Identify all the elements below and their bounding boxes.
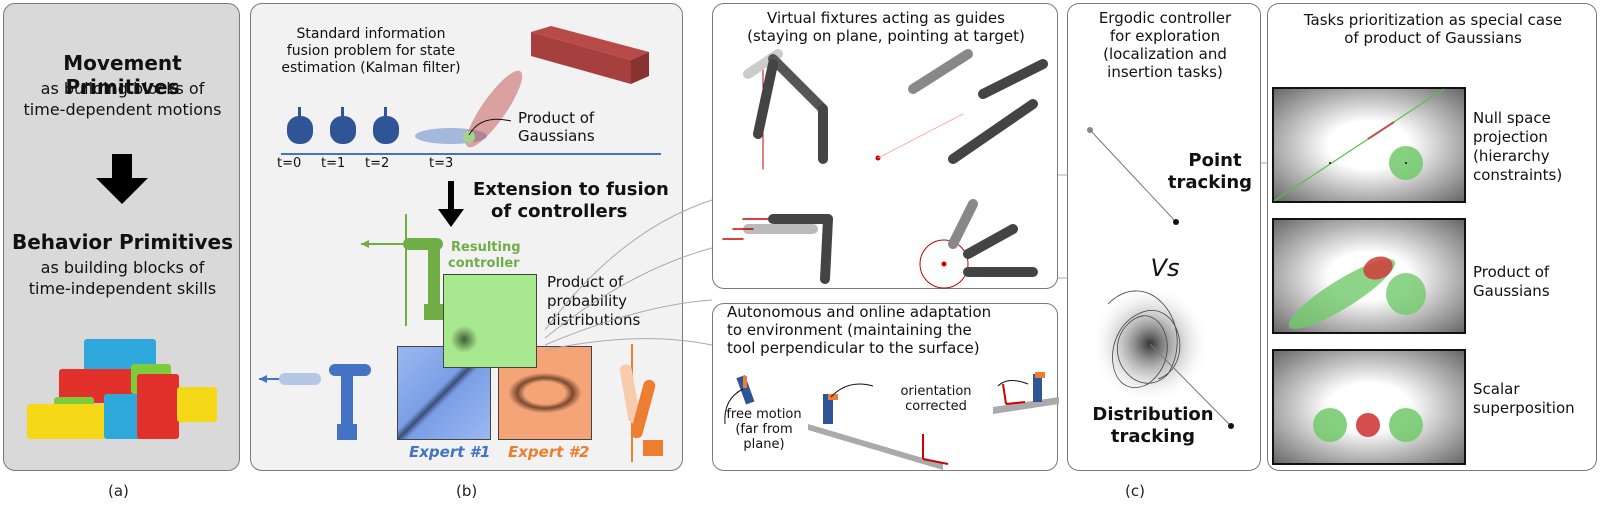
panel-fusion-of-controllers: Standard information fusion problem for … (250, 3, 683, 471)
behavior-primitives-sub1: as building blocks of (40, 258, 205, 277)
behavior-primitives-sub2: time-independent skills (28, 279, 217, 298)
panel-task-prioritization: Tasks prioritization as special case of … (1267, 3, 1597, 471)
null-space-label-1: Null space (1473, 109, 1551, 127)
time-label: t=3 (429, 156, 454, 171)
movement-primitives-title: Movement Primitives (63, 51, 182, 99)
timeline (281, 153, 661, 155)
drill-icon (823, 394, 838, 424)
down-arrow-icon (438, 181, 464, 227)
ergodic-title-3: (localization and (1103, 45, 1227, 63)
panel-ergodic-controller: Ergodic controller for exploration (loca… (1067, 3, 1261, 471)
versus-label: Vs (1150, 254, 1180, 282)
extension-title-1: Extension to fusion (473, 179, 669, 200)
caption-c: (c) (1125, 482, 1145, 500)
ppd-label-2: probability (547, 292, 628, 310)
drill-icon (736, 375, 755, 405)
surface-plane (808, 424, 943, 470)
prioritization-title-2: of product of Gaussians (1344, 29, 1522, 47)
adaptation-title-3: tool perpendicular to the surface) (727, 339, 980, 357)
drill-icon (1033, 372, 1045, 402)
measurement-gaussian (465, 70, 523, 148)
surface-plane (993, 397, 1059, 414)
free-motion-label-2: (far from (735, 422, 793, 437)
null-space-label-4: constraints) (1473, 166, 1563, 184)
null-space-label-2: projection (1473, 128, 1548, 146)
time-label: t=0 (277, 156, 302, 171)
orientation-label-1: orientation (900, 384, 972, 399)
point-tracking-label-1: Point (1188, 150, 1242, 171)
panel-online-adaptation: Autonomous and online adaptation to envi… (712, 303, 1059, 471)
product-of-gaussians-label-2: Gaussians (518, 127, 595, 145)
drill-illustrations (724, 372, 1059, 470)
virtual-fixtures-title-1: Virtual fixtures acting as guides (767, 9, 1005, 27)
caption-b: (b) (456, 482, 478, 500)
expert-1-label: Expert #1 (409, 443, 491, 461)
distribution-tracking-label-1: Distribution (1092, 404, 1214, 425)
blue-robot-arm (259, 364, 371, 440)
product-of-gaussians-plot (1272, 218, 1466, 334)
scalar-superposition-plot (1272, 349, 1466, 465)
orange-robot-arm (619, 344, 663, 462)
down-arrow-icon (96, 154, 148, 204)
prioritization-title-1: Tasks prioritization as special case (1303, 11, 1563, 29)
ergodic-title-1: Ergodic controller (1098, 9, 1232, 27)
virtual-fixture-arms (722, 49, 1048, 289)
resulting-controller-label-2: controller (448, 256, 520, 271)
resulting-controller-label-1: Resulting (451, 240, 521, 255)
scalar-label-2: superposition (1473, 399, 1575, 417)
caption-a: (a) (108, 482, 129, 500)
behavior-primitives-title: Behavior Primitives (12, 230, 233, 254)
ppd-label-1: Product of (547, 273, 624, 291)
kalman-text-3: estimation (Kalman filter) (281, 60, 461, 76)
expert-2-label: Expert #2 (508, 443, 590, 461)
kalman-text-2: fusion problem for state (286, 43, 456, 59)
null-space-plot (1272, 87, 1466, 203)
free-motion-label-3: plane) (743, 437, 785, 452)
null-space-label-3: (hierarchy (1473, 147, 1550, 165)
kalman-gaussians (415, 70, 523, 148)
time-label: t=1 (321, 156, 346, 171)
panel-movement-primitives: Movement Primitives as building blocks o… (3, 3, 240, 471)
movement-primitives-sub1: as building blocks of (40, 79, 205, 98)
green-robot-arm (361, 214, 444, 326)
orientation-label-2: corrected (905, 399, 967, 414)
robot-icon-t1 (330, 107, 356, 144)
virtual-fixtures-title-2: (staying on plane, pointing at target) (747, 27, 1025, 45)
product-label-2: Gaussians (1473, 282, 1550, 300)
adaptation-title-1: Autonomous and online adaptation (727, 303, 992, 321)
depth-sensor-image (531, 26, 649, 84)
time-label: t=2 (365, 156, 390, 171)
resulting-controller-distribution (443, 274, 537, 368)
scalar-label-1: Scalar (1473, 380, 1520, 398)
tracking-illustration (1087, 127, 1234, 429)
extension-title-2: of controllers (491, 201, 628, 222)
distribution-tracking-label-2: tracking (1110, 426, 1196, 447)
point-tracking-label-2: tracking (1167, 172, 1253, 193)
robot-icon-t0 (287, 107, 313, 144)
ppd-label-3: distributions (547, 311, 641, 329)
product-label-1: Product of (1473, 263, 1550, 281)
product-of-gaussians-label-1: Product of (518, 109, 595, 127)
robot-icon-t2 (373, 107, 399, 144)
ergodic-title-2: for exploration (1109, 27, 1221, 45)
product-gaussian (463, 131, 475, 143)
free-motion-label-1: free motion (726, 407, 802, 422)
kalman-text-1: Standard information (296, 26, 446, 42)
lego-bricks-image (27, 339, 217, 439)
robot-icons (287, 107, 399, 144)
movement-primitives-sub2: time-dependent motions (23, 100, 222, 119)
ergodic-title-4: insertion tasks) (1107, 63, 1223, 81)
panel-virtual-fixtures: Virtual fixtures acting as guides (stayi… (712, 3, 1058, 289)
adaptation-title-2: to environment (maintaining the (727, 321, 972, 339)
